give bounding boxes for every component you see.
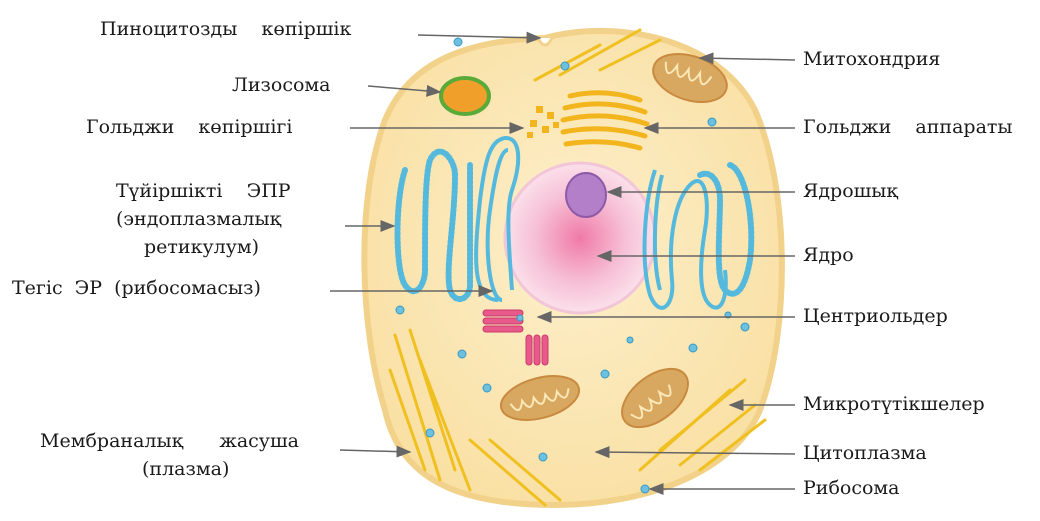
label-rough-er-line3: ретикулум) bbox=[144, 236, 259, 259]
label-mitochondria: Митохондрия bbox=[803, 48, 940, 71]
label-smooth-er: Тегіс ЭР (рибосомасыз) bbox=[12, 277, 261, 300]
label-rough-er-line1: Түйіршікті ЭПР bbox=[116, 180, 291, 203]
label-ribosome: Рибосома bbox=[803, 477, 900, 500]
lysosome bbox=[441, 78, 489, 114]
label-pinocytic-vesicle: Пиноцитозды көпіршік bbox=[100, 18, 351, 41]
label-microtubules: Микротүтікшелер bbox=[803, 393, 985, 416]
label-centrioles: Центриольдер bbox=[803, 305, 948, 328]
label-membrane-line2: (плазма) bbox=[142, 458, 229, 481]
label-golgi-apparatus: Гольджи аппараты bbox=[803, 116, 1013, 139]
label-lysosome: Лизосома bbox=[232, 74, 331, 97]
label-nucleolus: Ядрошық bbox=[803, 180, 898, 203]
label-nucleus: Ядро bbox=[803, 244, 854, 267]
nucleolus bbox=[566, 173, 606, 217]
label-golgi-vesicle: Гольджи көпіршігі bbox=[86, 116, 292, 139]
label-membrane-line1: Мембраналық жасуша bbox=[40, 430, 299, 453]
label-rough-er-line2: (эндоплазмалық bbox=[116, 208, 281, 231]
label-cytoplasm: Цитоплазма bbox=[803, 442, 927, 465]
